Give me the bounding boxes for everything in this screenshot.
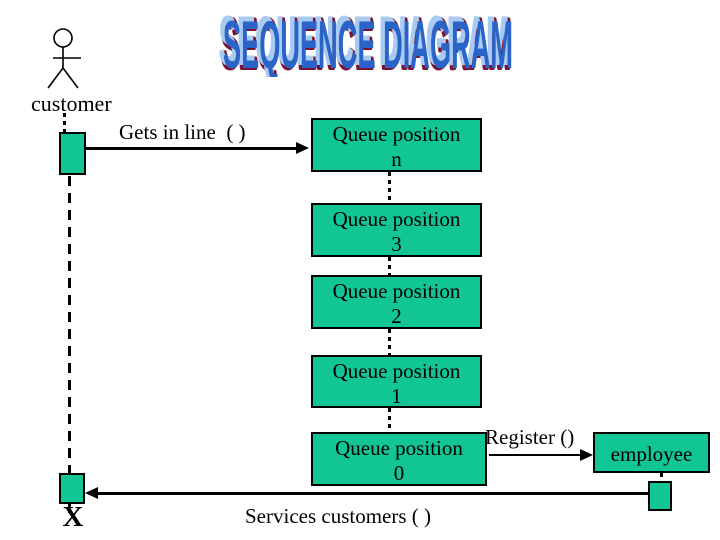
- queue-position-n-box: Queue position n: [311, 118, 482, 172]
- queue-box-line2: n: [391, 147, 402, 171]
- arrowhead-right-icon: [580, 449, 593, 461]
- queue-position-2-box: Queue position 2: [311, 275, 482, 329]
- queue-box-line1: Queue position: [332, 279, 461, 303]
- employee-label: employee: [610, 442, 693, 466]
- arrowhead-right-icon: [296, 142, 309, 154]
- page-title-outline: SEQUENCE DIAGRAM: [221, 6, 511, 77]
- message-gets-in-line-label: Gets in line ( ): [119, 120, 246, 144]
- queue-box-line2: 1: [391, 384, 402, 408]
- page-title-highlight: SEQUENCE DIAGRAM: [219, 5, 509, 77]
- message-gets-in-line-line: [86, 147, 298, 150]
- message-services-customers-label: Services customers ( ): [245, 504, 432, 528]
- arrowhead-left-icon: [85, 487, 98, 499]
- message-register-label: Register (): [485, 425, 575, 449]
- queue-position-0-box: Queue position 0: [311, 432, 487, 486]
- destruction-marker: X: [62, 501, 84, 533]
- queue-box-line1: Queue position: [332, 207, 461, 231]
- message-services-line: [97, 492, 648, 495]
- employee-lifeline: [660, 473, 663, 481]
- stick-figure-icon: [47, 28, 81, 89]
- queue-box-line1: Queue position: [332, 122, 461, 146]
- queue-box-line1: Queue position: [335, 436, 463, 460]
- customer-activation-box-top: [59, 132, 86, 175]
- message-register-line: [489, 454, 581, 456]
- queue-connector: [388, 257, 391, 275]
- slide-title-wordart: SEQUENCE DIAGRAM SEQUENCE DIAGRAM SEQUEN…: [218, 5, 514, 77]
- employee-object-box: employee: [593, 432, 710, 473]
- queue-position-1-box: Queue position 1: [311, 355, 482, 408]
- customer-lifeline: [68, 176, 71, 473]
- queue-box-line2: 2: [391, 304, 402, 328]
- customer-activation-box-bottom: [59, 473, 85, 504]
- customer-lifeline-top: [63, 113, 66, 132]
- queue-box-line2: 3: [391, 232, 402, 256]
- queue-connector: [388, 172, 391, 203]
- queue-position-3-box: Queue position 3: [311, 203, 482, 257]
- queue-box-line2: 0: [393, 461, 405, 485]
- customer-lifeline-bottom: [68, 504, 71, 513]
- employee-activation-box: [648, 481, 672, 511]
- page-title: SEQUENCE DIAGRAM: [223, 7, 513, 77]
- queue-connector: [388, 329, 391, 355]
- queue-box-line1: Queue position: [332, 359, 461, 383]
- queue-connector: [388, 408, 391, 432]
- customer-actor-label: customer: [31, 91, 112, 116]
